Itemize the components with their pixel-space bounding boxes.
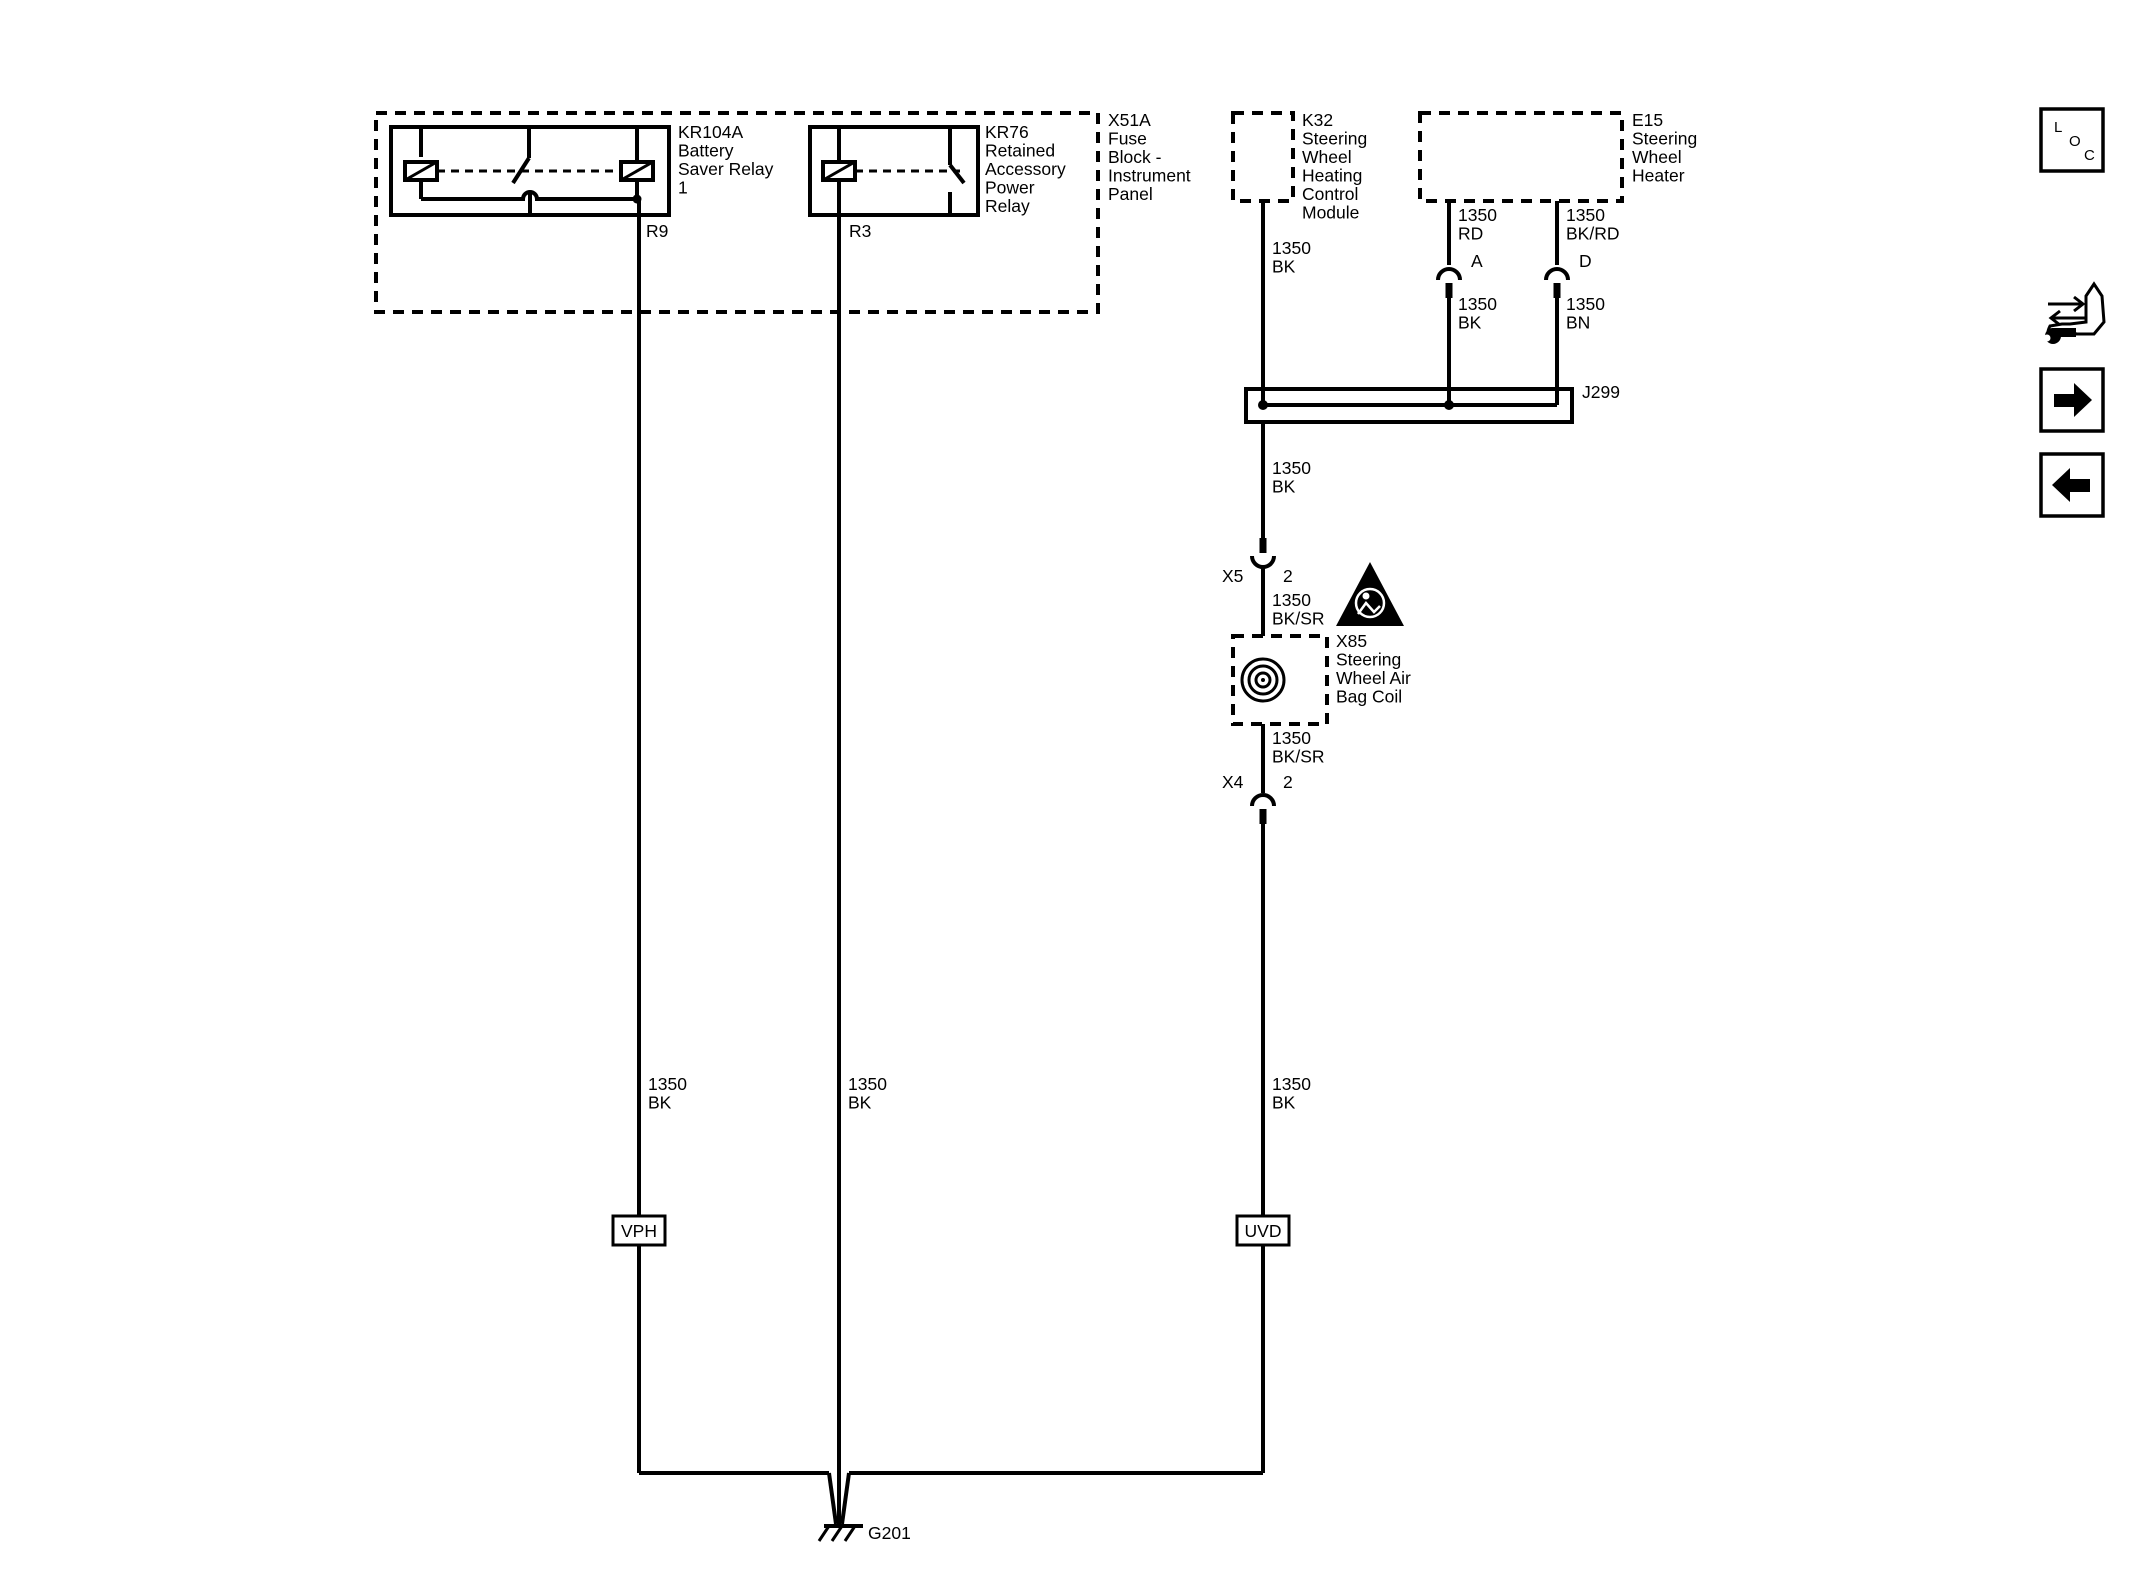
wire-label-x85-out: 1350 BK/SR [1272, 728, 1325, 767]
next-page-button[interactable] [2039, 367, 2105, 433]
wire-label-right: 1350 BK [1272, 1074, 1316, 1113]
clockspring-coil-icon [1240, 657, 1286, 703]
wire-label-d-lower: 1350 BN [1566, 294, 1610, 333]
connector-x4 [1250, 793, 1276, 1473]
wire-label-r3: 1350 BK [848, 1074, 892, 1113]
ground-symbol-icon [817, 1524, 863, 1542]
x85-label: X85 Steering Wheel Air Bag Coil [1336, 631, 1416, 707]
previous-page-button[interactable] [2039, 452, 2105, 518]
kr76-relay [808, 125, 980, 217]
svg-text:VPH: VPH [621, 1221, 657, 1241]
kr104a-label: KR104A Battery Saver Relay 1 [678, 122, 778, 198]
ground-bus [639, 1471, 1263, 1525]
x5-label: X5 [1222, 566, 1243, 586]
k32-label: K32 Steering Wheel Heating Control Modul… [1302, 110, 1372, 223]
kr104a-relay [389, 125, 671, 217]
x85-coil-outline [1231, 634, 1329, 726]
connector-d [1544, 201, 1570, 405]
wire-label-e15-d: 1350 BK/RD [1566, 205, 1619, 244]
x51a-fuse-block-outline [374, 111, 1100, 314]
airbag-warning-icon [1336, 562, 1404, 626]
wire-label-x85-in: 1350 BK/SR [1272, 590, 1325, 629]
connector-x5 [1250, 538, 1276, 636]
wire-label-a-lower: 1350 BK [1458, 294, 1502, 333]
terminal-r9: R9 [646, 221, 668, 241]
terminal-a: A [1471, 251, 1483, 271]
terminal-d: D [1579, 251, 1592, 271]
svg-text:L: L [2054, 119, 2062, 136]
k32-module-outline [1231, 111, 1295, 203]
swap-wrench-button[interactable] [2043, 281, 2106, 344]
x51a-label: X51A Fuse Block - Instrument Panel [1108, 110, 1196, 204]
vph-tag: VPH [611, 1214, 667, 1247]
j299-label: J299 [1582, 382, 1620, 402]
x5-pin: 2 [1283, 566, 1293, 586]
wire-label-e15-a: 1350 RD [1458, 205, 1502, 244]
e15-heater-outline [1418, 111, 1624, 203]
j299-splice [1244, 387, 1574, 424]
arrow-right-icon [2054, 383, 2092, 417]
swap-wrench-icon [2043, 281, 2106, 344]
x4-label: X4 [1222, 772, 1244, 792]
wire-label-j299-out: 1350 BK [1272, 458, 1316, 497]
terminal-r3: R3 [849, 221, 871, 241]
wire-label-r9: 1350 BK [648, 1074, 692, 1113]
e15-label: E15 Steering Wheel Heater [1632, 110, 1702, 186]
kr76-label: KR76 Retained Accessory Power Relay [985, 122, 1071, 216]
svg-text:UVD: UVD [1245, 1221, 1282, 1241]
wire-label-k32-out: 1350 BK [1272, 238, 1316, 277]
connector-a [1436, 201, 1462, 405]
svg-text:O: O [2069, 133, 2081, 150]
svg-text:C: C [2084, 147, 2095, 164]
ground-label: G201 [868, 1523, 911, 1543]
uvd-tag: UVD [1235, 1214, 1291, 1247]
x4-pin: 2 [1283, 772, 1293, 792]
loc-button[interactable]: L O C [2039, 107, 2105, 173]
arrow-left-icon [2052, 468, 2090, 502]
